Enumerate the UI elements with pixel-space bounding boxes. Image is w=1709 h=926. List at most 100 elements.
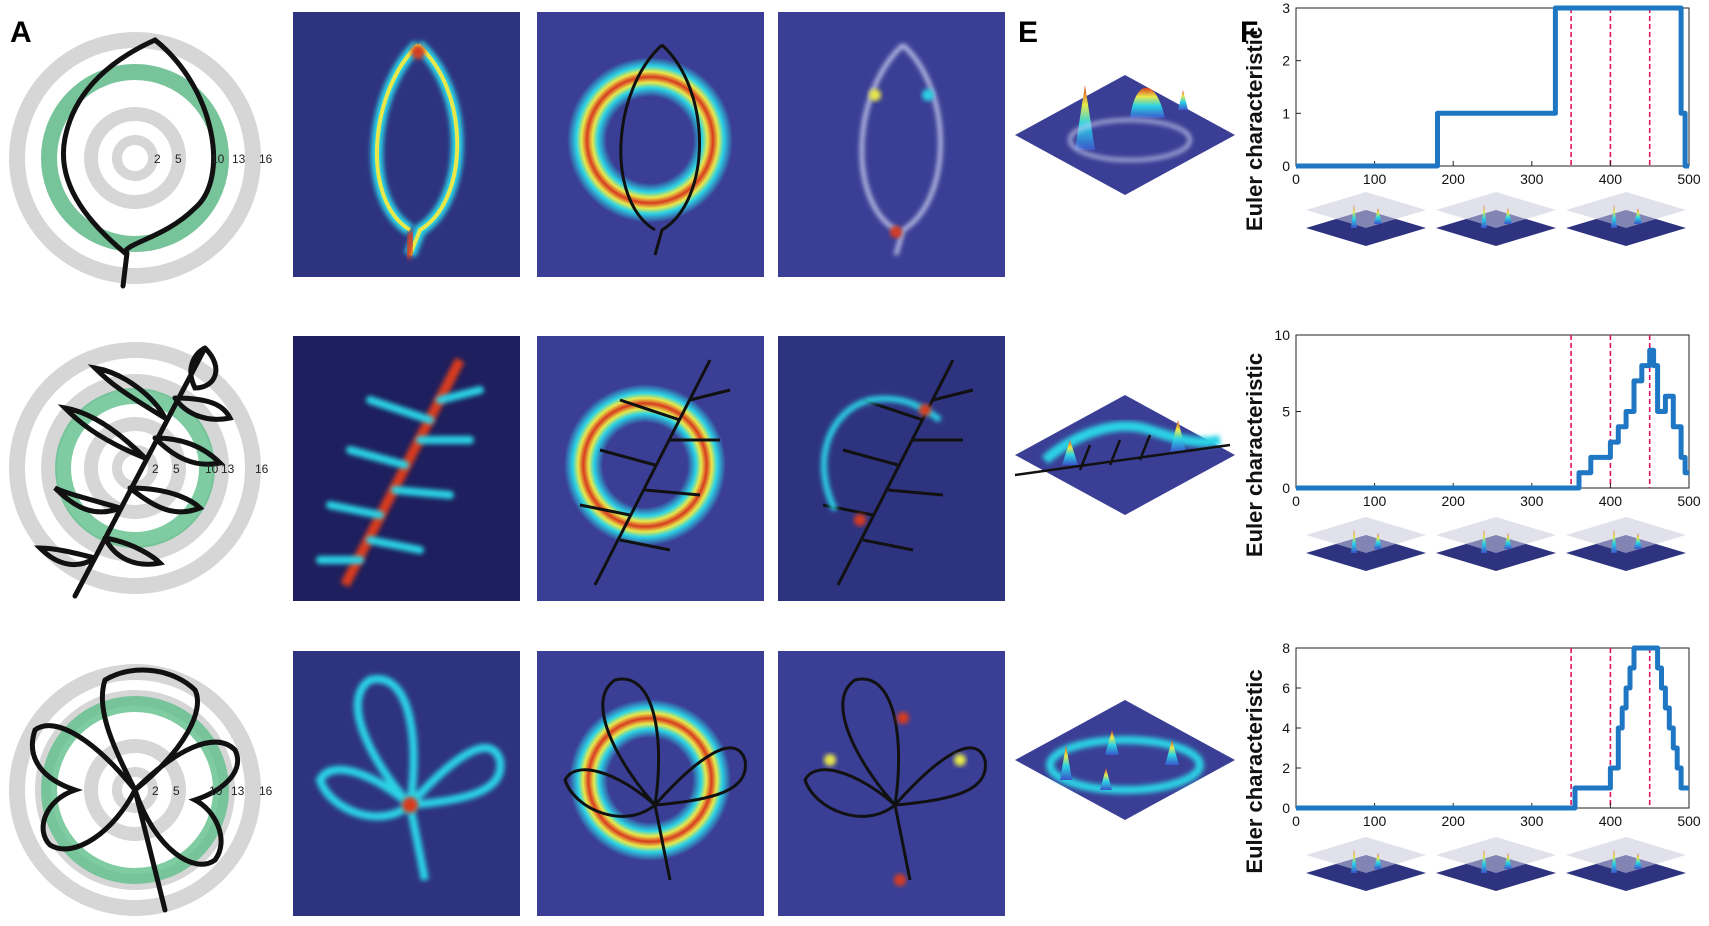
x-tick-label: 300 [1520,813,1544,829]
heatmap-background [778,651,1005,916]
ring-label-10: 10 [205,462,219,476]
euler-series-line [1296,645,1689,811]
thumbnail-threshold-plane [1306,517,1426,553]
surface-base [1015,700,1235,820]
thumbnail-peak [1481,204,1487,228]
thumbnail-threshold-plane [1436,837,1556,873]
ring-label-2: 2 [152,784,159,798]
surface-peak [1178,90,1188,110]
ring-label-16: 16 [259,784,273,798]
thumbnail-peak [1481,849,1487,873]
x-tick-label: 400 [1599,493,1623,509]
leaf-outline [33,345,234,599]
thumbnail-threshold-plane [1306,837,1426,873]
leaf-outline [61,37,217,289]
ring-label-13: 13 [221,462,235,476]
heat-peak [919,404,931,416]
ring-filter [562,692,738,868]
heat-leaf-lobes [315,675,505,881]
thumbnail-peak [1351,529,1357,553]
ring-label-5: 5 [173,462,180,476]
surface-row-2 [1014,395,1235,515]
ring-label-5: 5 [175,152,182,166]
surface-peak [1165,740,1179,765]
ring-13 [41,374,229,562]
heatmap-b-row-3 [293,651,520,916]
x-tick-label: 200 [1442,813,1466,829]
heat-peak [890,226,902,238]
surface-peak [1130,87,1165,118]
surface-row-3 [1015,700,1235,820]
ring-filter [557,377,733,553]
surface-peak [1170,420,1186,452]
leaf-outline [822,359,974,586]
rings-row-3: 2 5 10 13 16 [9,664,273,916]
ring-label-10: 10 [211,152,225,166]
x-tick-label: 0 [1292,813,1300,829]
heat-peak [897,712,909,724]
y-tick-label: 0 [1282,158,1290,174]
surface-row-1 [1015,75,1235,195]
threshold-thumbnail-2 [1436,192,1556,246]
column-d [778,12,1005,916]
leaf-outline [619,43,701,256]
y-axis-label: Euler characteristic [1242,669,1267,873]
ring-5 [84,739,186,841]
heat-peak [922,89,934,101]
thumbnail-peak [1611,204,1617,228]
leaf-outline [859,43,943,256]
product-heatmap-row-3 [778,651,1005,916]
x-tick-label: 200 [1442,171,1466,187]
ring-label-2: 2 [152,462,159,476]
euler-series-line [1296,5,1689,169]
threshold-thumbnail-2 [1436,517,1556,571]
x-tick-label: 500 [1677,493,1701,509]
x-tick-label: 0 [1292,493,1300,509]
y-tick-label: 6 [1282,680,1290,696]
thumbnail-peak [1611,849,1617,873]
thumbnail-peak [1374,533,1382,549]
thumbnail-peak [1374,208,1382,224]
ring-filter-row-2 [537,336,764,601]
column-a: 2 5 10 13 16 2 5 10 13 16 [9,32,273,916]
heat-peak-stem [404,231,416,259]
ring-label-13: 13 [231,784,245,798]
heat-arc [820,395,942,512]
ring-label-13: 13 [232,152,246,166]
heat-peak [954,754,966,766]
heatmap-background [778,336,1005,601]
thumbnail-threshold-plane [1566,517,1686,553]
y-tick-label: 2 [1282,53,1290,69]
ring-16 [9,32,261,284]
ring-filter-row-3 [537,651,764,916]
heat-leaf-core [374,43,460,256]
surface-peak [1060,745,1072,780]
heat-peak-center [402,797,418,813]
product-heatmap-row-1 [778,12,1005,277]
leaf-outline [29,667,241,913]
leaf-outline [803,677,987,881]
y-axis-label: Euler characteristic [1242,353,1267,557]
ring-filter [560,50,740,230]
thumbnail-peak [1374,853,1382,869]
x-tick-label: 100 [1363,813,1387,829]
x-tick-label: 100 [1363,493,1387,509]
surface-ring [1068,118,1192,162]
threshold-thumbnail-3 [1566,192,1686,246]
column-e [1014,75,1235,820]
plot-frame [1295,7,1690,167]
heat-peak [824,754,836,766]
ring-label-10: 10 [209,784,223,798]
thumbnail-peak [1351,849,1357,873]
product-heatmap-row-2 [778,336,1005,601]
heatmap-b-row-2 [293,336,520,601]
heat-leaflets [316,386,484,564]
rings-row-2: 2 5 10 13 16 [9,342,269,599]
y-tick-label: 0 [1282,480,1290,496]
ring-2 [112,767,158,813]
y-tick-label: 2 [1282,760,1290,776]
threshold-thumbnail-1 [1306,837,1426,891]
y-tick-label: 8 [1282,640,1290,656]
